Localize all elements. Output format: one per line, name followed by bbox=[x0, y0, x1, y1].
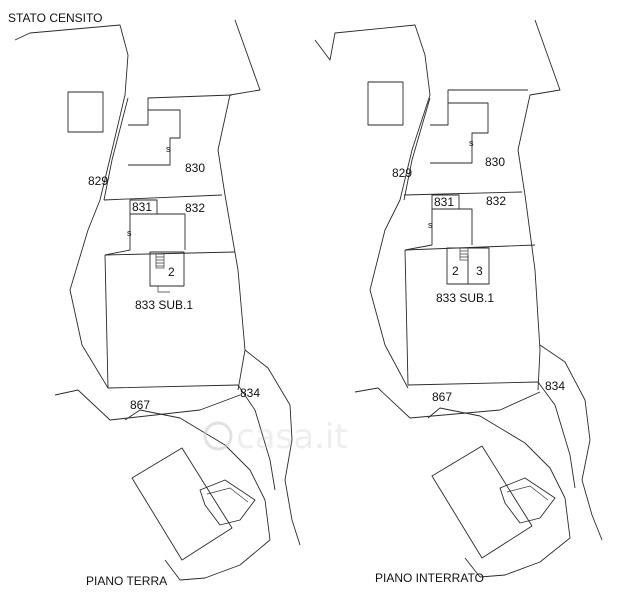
label-834: 834 bbox=[545, 379, 565, 393]
boundary-east-upper bbox=[517, 19, 561, 391]
building-annex bbox=[499, 477, 556, 524]
label-830: 830 bbox=[185, 161, 205, 175]
unit-2-entry bbox=[157, 286, 170, 293]
label-832: 832 bbox=[486, 194, 506, 208]
marker-s-lower: s bbox=[428, 220, 433, 230]
parcel-834-outline bbox=[539, 344, 603, 541]
stair-hatch bbox=[460, 250, 468, 258]
parcel-834-outline bbox=[244, 349, 301, 546]
unit-label-2: 2 bbox=[452, 264, 459, 278]
building-square bbox=[67, 91, 104, 133]
watermark: casa.it bbox=[203, 417, 348, 457]
caption-piano-interrato: PIANO INTERRATO bbox=[375, 571, 484, 585]
label-867: 867 bbox=[130, 398, 150, 412]
label-833: 833 SUB.1 bbox=[436, 291, 494, 305]
divider-830-831 bbox=[103, 194, 223, 201]
unit-2-box bbox=[149, 251, 185, 287]
parcel-829-edge bbox=[403, 97, 431, 201]
parcel-833-boundary bbox=[404, 249, 539, 386]
marker-s-lower: s bbox=[127, 228, 132, 238]
label-829: 829 bbox=[392, 166, 412, 180]
divider-832-833 bbox=[104, 251, 236, 256]
sheet-title: STATO CENSITO bbox=[8, 11, 102, 25]
parcel-832-outline bbox=[130, 213, 186, 250]
parcel-867-outline bbox=[54, 389, 241, 421]
building-lower bbox=[431, 445, 533, 559]
parcel-830-stepped bbox=[430, 102, 489, 164]
parcel-830-outline bbox=[128, 94, 233, 126]
divider-830-831 bbox=[403, 191, 523, 196]
parcel-832-outline bbox=[432, 208, 473, 245]
building-annex-detail bbox=[506, 485, 549, 501]
parcel-831-stair bbox=[404, 209, 433, 251]
plan-piano-terra: 829 830 831 832 833 SUB.1 834 867 s s 2 … bbox=[14, 19, 301, 588]
parcel-830-stepped bbox=[128, 109, 181, 166]
building-square bbox=[367, 81, 404, 126]
divider-832-833 bbox=[404, 244, 536, 251]
parcel-829-edge bbox=[103, 97, 129, 201]
boundary-east-upper bbox=[217, 19, 261, 391]
stair-hatch bbox=[156, 256, 164, 267]
parcel-830-outline bbox=[430, 89, 528, 126]
watermark-text: casa.it bbox=[236, 417, 348, 457]
label-829: 829 bbox=[88, 174, 108, 188]
label-832: 832 bbox=[185, 201, 205, 215]
stair-icon bbox=[155, 253, 165, 269]
label-830: 830 bbox=[485, 155, 505, 169]
parcel-867-road bbox=[427, 407, 571, 578]
label-867: 867 bbox=[432, 390, 452, 404]
parcel-833-boundary bbox=[104, 254, 239, 389]
plan-piano-interrato: 829 830 831 832 833 SUB.1 834 867 s s 2 … bbox=[314, 19, 603, 585]
building-annex bbox=[199, 479, 256, 526]
unit-label-3: 3 bbox=[476, 264, 483, 278]
parcel-831-stair bbox=[104, 214, 131, 256]
marker-s-upper: s bbox=[166, 144, 171, 154]
unit-label-2: 2 bbox=[168, 265, 175, 279]
marker-s-upper: s bbox=[469, 138, 474, 148]
label-833: 833 SUB.1 bbox=[135, 298, 193, 312]
parcel-867-road bbox=[124, 409, 271, 581]
boundary-west-upper bbox=[314, 24, 431, 389]
watermark-logo-icon bbox=[203, 421, 233, 451]
caption-piano-terra: PIANO TERRA bbox=[86, 574, 167, 588]
parcel-834-inner bbox=[537, 381, 576, 489]
building-annex-detail bbox=[206, 487, 249, 503]
label-831: 831 bbox=[434, 195, 454, 209]
label-831: 831 bbox=[132, 200, 152, 214]
parcel-867-outline bbox=[354, 387, 541, 419]
building-lower bbox=[131, 447, 233, 561]
parcel-834-inner bbox=[237, 384, 276, 491]
label-834: 834 bbox=[240, 386, 260, 400]
boundary-west-upper bbox=[14, 24, 129, 389]
